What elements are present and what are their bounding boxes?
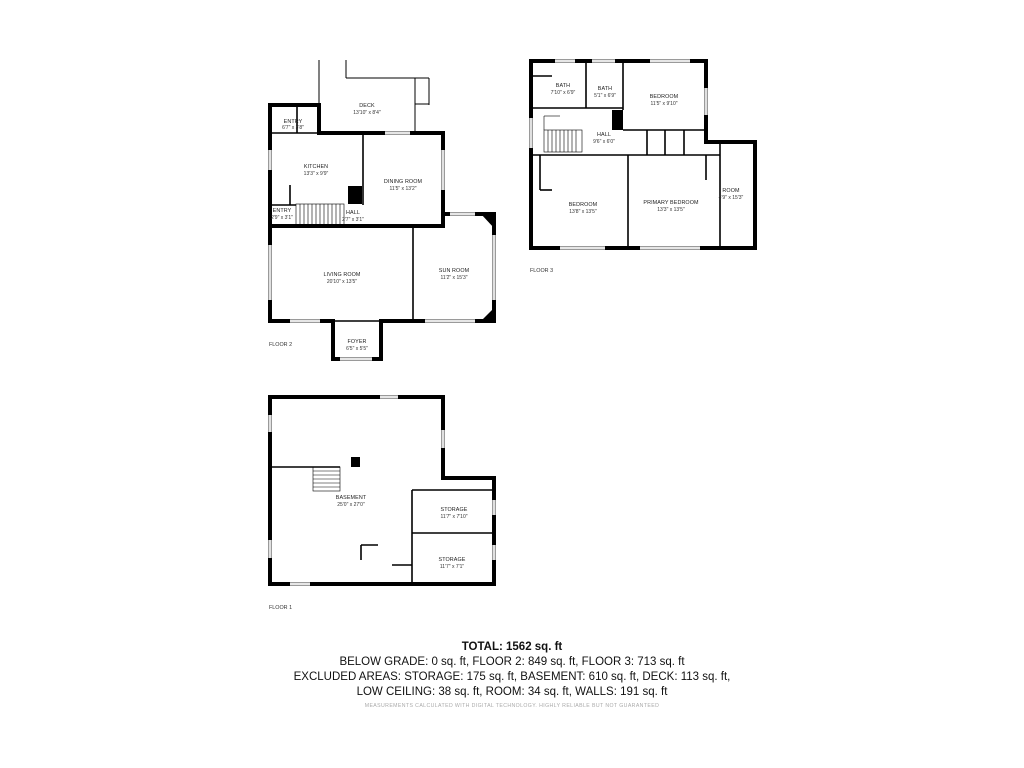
floor-2-label: FLOOR 2	[269, 342, 292, 348]
floor-2-windows	[268, 131, 496, 361]
measurement-disclaimer: MEASUREMENTS CALCULATED WITH DIGITAL TEC…	[364, 703, 660, 709]
deck-outline	[318, 60, 430, 132]
floor-1-label: FLOOR 1	[269, 605, 292, 611]
floor-1-interior-walls	[270, 466, 494, 584]
hall-floor3-dimensions: 9'6" x 6'0"	[593, 139, 615, 145]
dining-room-dimensions: 11'5" x 13'2"	[389, 186, 416, 192]
storage-2-label: STORAGE	[439, 557, 466, 563]
bath-2-label: BATH	[598, 86, 612, 92]
sun-room-label: SUN ROOM	[439, 268, 470, 274]
floor-2-stairs	[270, 185, 345, 227]
basement-chimney	[351, 457, 360, 467]
bedroom-left-label: BEDROOM	[569, 202, 598, 208]
floor-1-exterior-walls	[268, 395, 496, 586]
area-breakdown-line-2: EXCLUDED AREAS: STORAGE: 175 sq. ft, BAS…	[293, 671, 731, 683]
entry-top-dimensions: 6'7" x 3'8"	[282, 125, 304, 131]
hall-floor2-label: HALL	[346, 210, 360, 216]
entry-side-dimensions: 2'9" x 3'1"	[271, 215, 293, 221]
kitchen-label: KITCHEN	[304, 164, 328, 170]
living-room-label: LIVING ROOM	[323, 272, 360, 278]
area-breakdown-line-3: LOW CEILING: 38 sq. ft, ROOM: 34 sq. ft,…	[356, 686, 668, 698]
basement-dimensions: 25'0" x 27'0"	[337, 502, 365, 508]
basement-label: BASEMENT	[336, 495, 367, 501]
room-dimensions: 4'9" x 15'3"	[719, 195, 744, 201]
storage-1-label: STORAGE	[441, 507, 468, 513]
living-room-dimensions: 20'10" x 13'5"	[327, 279, 357, 285]
kitchen-dimensions: 13'3" x 9'9"	[304, 171, 329, 177]
hall-floor2-dimensions: 2'7" x 3'1"	[342, 217, 364, 223]
sun-room-dimensions: 11'2" x 15'3"	[440, 275, 467, 281]
foyer-dimensions: 6'5" x 5'5"	[346, 346, 368, 352]
deck-dimensions: 13'10" x 8'4"	[353, 110, 381, 116]
floor-3-interior-walls	[531, 61, 721, 248]
entry-side-label: ENTRY	[273, 208, 292, 214]
floor-3-label: FLOOR 3	[530, 268, 553, 274]
hall-floor3-label: HALL	[597, 132, 611, 138]
floor-2-plan: DECK 13'10" x 8'4" ENTRY 6'7" x 3'8" KIT…	[268, 60, 496, 361]
area-breakdown-line-1: BELOW GRADE: 0 sq. ft, FLOOR 2: 849 sq. …	[339, 656, 685, 668]
floor-3-stairs	[543, 115, 583, 153]
deck-label: DECK	[359, 103, 375, 109]
bedroom-top-label: BEDROOM	[650, 94, 679, 100]
storage-1-dimensions: 11'7" x 7'10"	[440, 514, 467, 520]
room-label: ROOM	[722, 188, 740, 194]
entry-top-label: ENTRY	[284, 119, 303, 125]
primary-bedroom-label: PRIMARY BEDROOM	[643, 200, 699, 206]
storage-2-dimensions: 11'7" x 7'1"	[440, 564, 464, 570]
floor-1-windows	[268, 395, 496, 586]
bedroom-left-dimensions: 13'8" x 13'5"	[569, 209, 597, 215]
floor-3-plan: BATH 7'10" x 6'9" BATH 5'1" x 6'9" BEDRO…	[529, 59, 757, 274]
bedroom-top-dimensions: 11'5" x 9'10"	[650, 101, 677, 107]
floor-3-windows	[529, 59, 708, 250]
floor-2-interior-walls	[270, 105, 414, 322]
bath-2-dimensions: 5'1" x 6'9"	[594, 93, 616, 99]
total-area: TOTAL: 1562 sq. ft	[461, 641, 563, 653]
bath-1-dimensions: 7'10" x 6'9"	[551, 90, 576, 96]
chimney-block	[348, 186, 362, 204]
floor-3-chimney	[612, 110, 623, 130]
floor-1-plan: BASEMENT 25'0" x 27'0" STORAGE 11'7" x 7…	[268, 395, 496, 611]
floor-1-stairs	[312, 466, 341, 492]
primary-bedroom-dimensions: 13'3" x 13'5"	[657, 207, 685, 213]
foyer-label: FOYER	[347, 339, 366, 345]
corner-column-top	[481, 214, 494, 228]
floor-3-exterior-walls	[529, 59, 757, 250]
corner-column-bottom	[481, 308, 494, 321]
bath-1-label: BATH	[556, 83, 570, 89]
dining-room-label: DINING ROOM	[384, 179, 423, 185]
